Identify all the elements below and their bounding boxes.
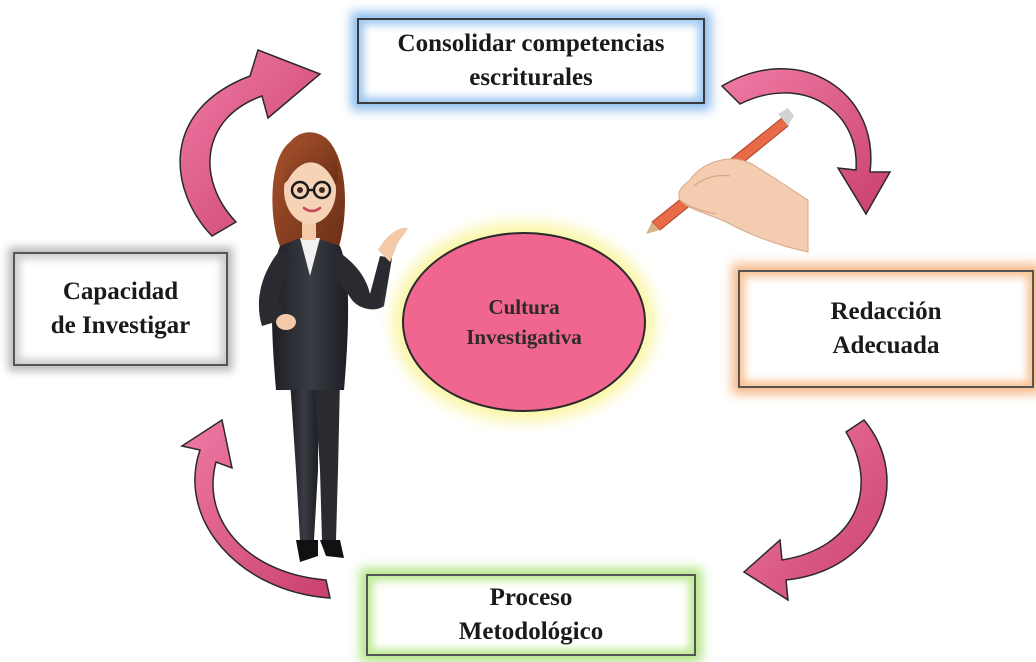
center-cultura-investigativa: Cultura Investigativa bbox=[402, 232, 646, 412]
arrow-right-to-bottom bbox=[742, 419, 888, 602]
node-top-line-2: escriturales bbox=[469, 64, 593, 91]
node-bottom-line-2: Metodológico bbox=[458, 618, 604, 645]
node-consolidar-competencias: Consolidar competencias escriturales bbox=[357, 18, 705, 104]
node-bottom-line-1: Proceso bbox=[489, 584, 573, 611]
node-top-line-1: Consolidar competencias bbox=[397, 30, 665, 57]
node-left-line-2: de Investigar bbox=[50, 312, 191, 339]
node-proceso-metodologico: Proceso Metodológico bbox=[366, 574, 696, 656]
businesswoman-illustration bbox=[258, 132, 408, 562]
arrow-bottom-to-left bbox=[180, 418, 331, 599]
node-right-line-2: Adecuada bbox=[832, 332, 940, 359]
center-line-2: Investigativa bbox=[466, 325, 582, 349]
node-left-line-1: Capacidad bbox=[62, 278, 179, 305]
center-line-1: Cultura bbox=[488, 295, 560, 319]
node-capacidad-investigar: Capacidad de Investigar bbox=[13, 252, 228, 366]
node-redaccion-adecuada: Redacción Adecuada bbox=[738, 270, 1034, 388]
arrow-top-to-right bbox=[720, 68, 892, 216]
arrow-left-to-top bbox=[179, 49, 322, 237]
hand-writing-with-pencil-illustration bbox=[646, 108, 809, 253]
node-right-line-1: Redacción bbox=[830, 298, 942, 325]
